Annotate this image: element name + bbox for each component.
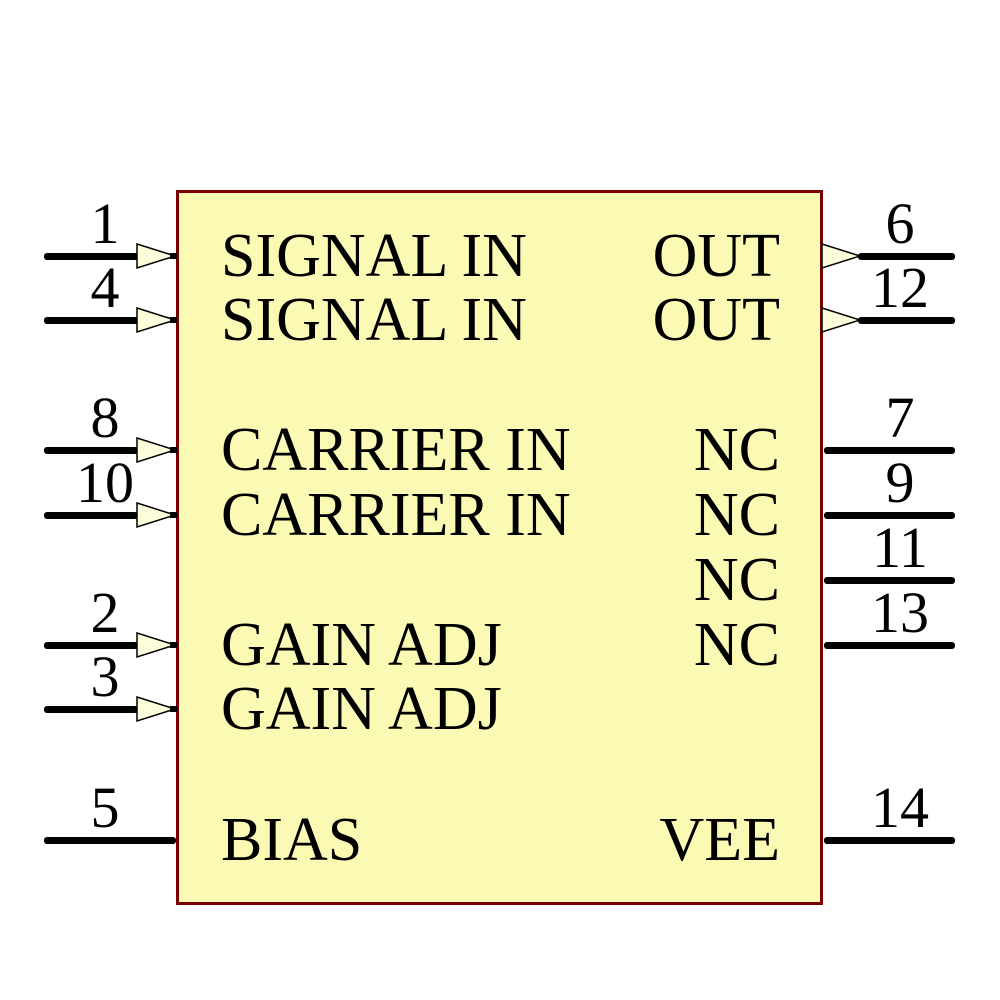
pin-label-gain-adj-2: GAIN ADJ — [221, 611, 502, 679]
pin-number: 3 — [90, 644, 120, 709]
pin-wire[interactable] — [824, 836, 955, 844]
pin-number: 14 — [871, 775, 929, 840]
pin-contact — [170, 512, 177, 518]
pin-number: 12 — [871, 255, 929, 320]
pin-wire[interactable] — [858, 316, 955, 324]
pin-wire[interactable] — [44, 641, 138, 649]
pin-label-vee-14: VEE — [659, 806, 780, 874]
pin-number: 6 — [885, 191, 915, 256]
pin-wire[interactable] — [858, 252, 955, 260]
pin-contact — [170, 317, 177, 323]
pin-wire[interactable] — [44, 252, 138, 260]
pin-label-signal-in-4: SIGNAL IN — [221, 286, 527, 354]
pin-wire[interactable] — [824, 446, 955, 454]
pin-contact — [170, 706, 177, 712]
pin-wire[interactable] — [44, 511, 138, 519]
pin-label-nc-13: NC — [693, 611, 780, 679]
pin-label-gain-adj-3: GAIN ADJ — [221, 675, 502, 743]
input-arrow-icon — [136, 501, 177, 529]
pin-wire[interactable] — [44, 705, 138, 713]
input-arrow-icon — [136, 631, 177, 659]
input-arrow-icon — [136, 306, 177, 334]
pin-number: 8 — [90, 385, 120, 450]
pin-label-nc-11: NC — [693, 546, 780, 614]
pin-number: 1 — [90, 191, 120, 256]
pin-wire[interactable] — [824, 641, 955, 649]
pin-contact — [170, 642, 177, 648]
pin-label-out-12: OUT — [652, 286, 780, 354]
input-arrow-icon — [136, 695, 177, 723]
pin-number: 10 — [76, 450, 134, 515]
pin-label-bias-5: BIAS — [221, 806, 363, 874]
pin-label-carrier-in-10: CARRIER IN — [221, 481, 571, 549]
pin-contact — [170, 253, 177, 259]
output-arrow-icon — [821, 306, 862, 334]
input-arrow-icon — [136, 436, 177, 464]
pin-label-nc-7: NC — [693, 416, 780, 484]
pin-wire[interactable] — [44, 316, 138, 324]
pin-wire[interactable] — [44, 836, 176, 844]
pin-label-nc-9: NC — [693, 481, 780, 549]
pin-wire[interactable] — [44, 446, 138, 454]
pin-wire[interactable] — [824, 576, 955, 584]
output-arrow-icon — [821, 242, 862, 270]
pin-number: 7 — [885, 385, 915, 450]
pin-label-signal-in-1: SIGNAL IN — [221, 222, 527, 290]
pin-wire[interactable] — [824, 511, 955, 519]
pin-contact — [170, 447, 177, 453]
ic-body[interactable]: SIGNAL IN SIGNAL IN CARRIER IN CARRIER I… — [176, 190, 823, 905]
pin-number: 9 — [885, 450, 915, 515]
pin-number: 4 — [90, 255, 120, 320]
pin-number: 11 — [872, 515, 928, 580]
pin-number: 5 — [90, 775, 120, 840]
pin-label-carrier-in-8: CARRIER IN — [221, 416, 571, 484]
input-arrow-icon — [136, 242, 177, 270]
pin-number: 2 — [90, 580, 120, 645]
pin-number: 13 — [871, 580, 929, 645]
pin-label-out-6: OUT — [652, 222, 780, 290]
